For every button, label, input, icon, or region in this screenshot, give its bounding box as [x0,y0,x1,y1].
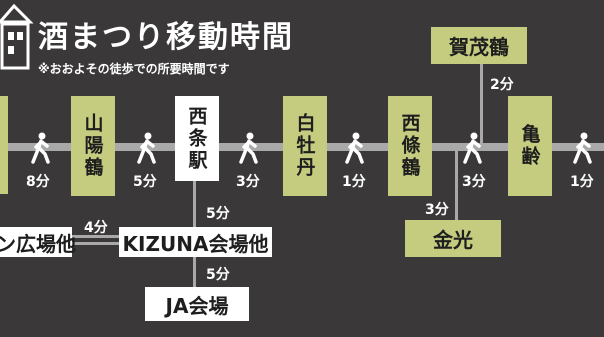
walker-icon [463,132,482,164]
station-kizuna[interactable]: KIZUNA会場他 [119,227,272,257]
station-kinko[interactable]: 金光 [405,220,501,257]
station-kamoturu[interactable]: 賀茂鶴 [431,27,527,64]
route-line-kinko [455,143,458,223]
route-line-kamoturu [480,58,483,148]
time-plaza-kizuna: 4分 [84,220,108,236]
walker-icon [31,132,50,164]
walker-icon [137,132,156,164]
time-hakubotan-saijotsuru: 1分 [342,174,366,190]
time-after-kamerei: 1分 [570,174,594,190]
time-saijotsuru-kamerei: 3分 [462,174,486,190]
station-left-edge[interactable] [0,96,8,194]
station-saijo[interactable]: 西条駅 [175,96,219,181]
station-hakubotan[interactable]: 白牡丹 [283,96,327,196]
time-saijo-kizuna: 5分 [206,206,230,222]
station-ja[interactable]: JA会場 [145,287,249,321]
walker-icon [345,132,364,164]
time-yamayotsuru-saijo: 5分 [133,174,157,190]
route-line-plaza-kizuna [72,235,120,245]
time-to-kinko: 3分 [425,202,449,218]
time-before-yamayotsuru: 8分 [26,174,50,190]
page-subtitle: ※おおよその徒歩での所要時間です [38,62,230,76]
time-kizuna-ja: 5分 [206,267,230,283]
station-kamerei[interactable]: 亀齢 [508,96,552,196]
station-saijotsuru[interactable]: 西條鶴 [388,96,432,196]
building-icon [0,3,34,70]
station-yamayotsuru[interactable]: 山陽鶴 [71,96,115,196]
walker-icon [239,132,258,164]
route-line-saijo-kizuna [193,175,196,230]
time-to-kamoturu: 2分 [490,77,514,93]
walker-icon [573,132,592,164]
time-saijo-hakubotan: 3分 [236,174,260,190]
page-title: 酒まつり移動時間 [38,20,294,55]
station-plaza[interactable]: ン広場他 [0,227,76,257]
route-line-kizuna-ja [193,250,196,290]
